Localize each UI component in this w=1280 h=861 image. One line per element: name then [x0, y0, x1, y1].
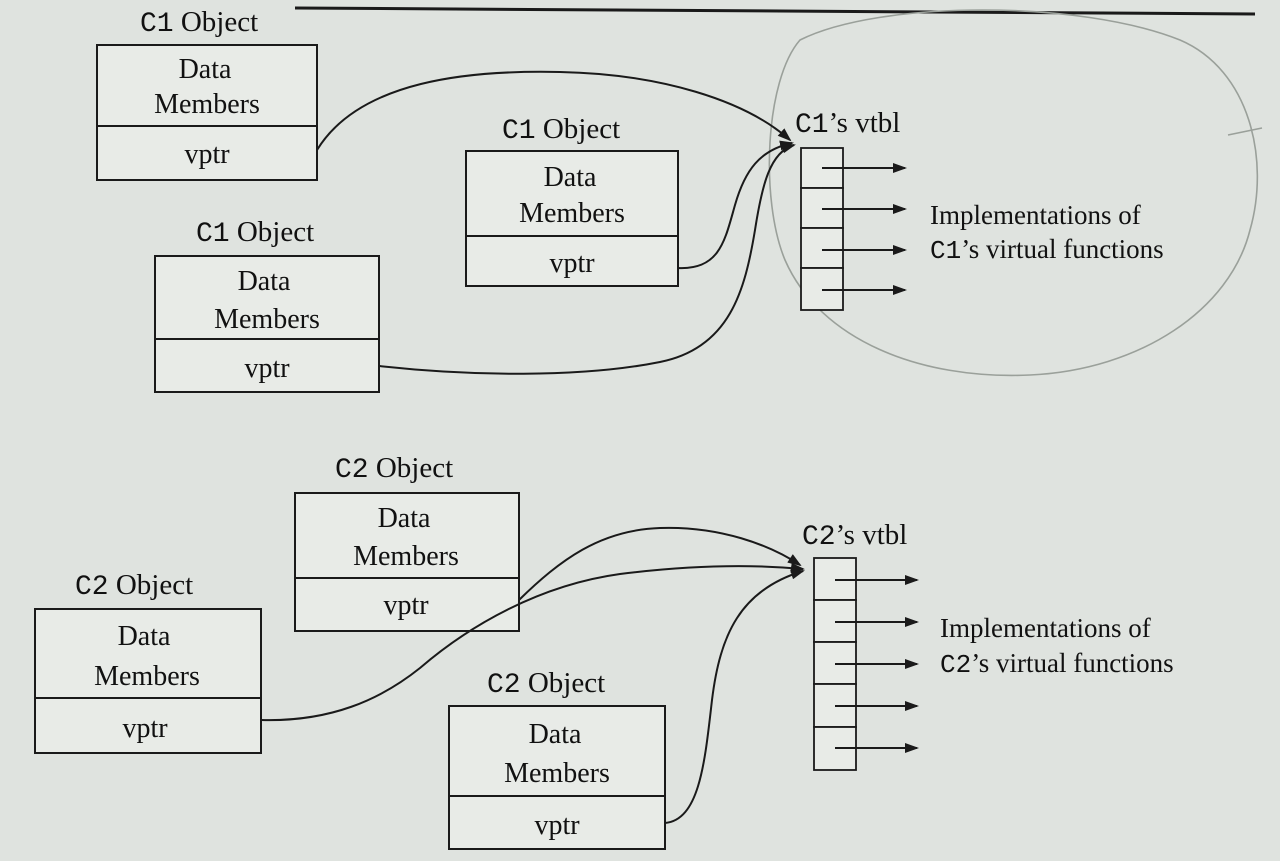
vptr-arrow — [260, 562, 805, 722]
c2-vtbl: C2’s vtbl Implementations of C2’s virtua… — [802, 519, 1174, 771]
pencil-circle — [768, 9, 1259, 377]
data-members-label: Data — [118, 621, 171, 652]
object-title: C1 Object — [502, 113, 620, 147]
vtbl-title: C2’s vtbl — [802, 519, 907, 553]
data-members-label: Members — [154, 89, 260, 120]
data-members-label: Data — [529, 719, 582, 750]
vptr-arrow — [316, 70, 792, 151]
object-title: C2 Object — [75, 569, 193, 603]
c1-object-a: C1 Object Data Members vptr — [96, 6, 318, 181]
data-members-label: Data — [544, 162, 597, 193]
object-box — [34, 608, 262, 754]
vptr-label: vptr — [383, 590, 429, 621]
c1-vtbl: C1’s vtbl Implementations of C1’s virtua… — [795, 107, 1164, 311]
object-box — [96, 44, 318, 181]
object-box — [448, 705, 666, 850]
vptr-arrow — [378, 143, 796, 375]
c1-object-b: C1 Object Data Members vptr — [465, 113, 679, 287]
data-members-label: Data — [378, 503, 431, 534]
vtbl-slot — [800, 227, 844, 269]
object-title: C2 Object — [487, 667, 605, 701]
data-members-label: Members — [519, 198, 625, 229]
page-top-rule — [294, 6, 1256, 16]
data-members-label: Members — [94, 661, 200, 692]
vptr-arrow — [518, 526, 802, 601]
data-members-label: Members — [214, 304, 320, 335]
data-members-label: Data — [238, 266, 291, 297]
vtbl-title: C1’s vtbl — [795, 107, 900, 141]
c2-object-b: C2 Object Data Members vptr — [34, 569, 262, 754]
impl-note-line-2: C1’s virtual functions — [930, 234, 1164, 266]
c1-object-c: C1 Object Data Members vptr — [154, 216, 380, 393]
impl-note-line-1: Implementations of — [940, 613, 1151, 643]
data-members-label: Members — [504, 758, 610, 789]
impl-note-line-1: Implementations of — [930, 200, 1141, 230]
vptr-label: vptr — [549, 248, 595, 279]
data-members-label: Members — [353, 541, 459, 572]
object-title: C1 Object — [140, 6, 258, 40]
object-box — [154, 255, 380, 393]
vptr-label: vptr — [122, 713, 168, 744]
object-title: C2 Object — [335, 452, 453, 486]
vptr-label: vptr — [244, 353, 290, 384]
vptr-label: vptr — [534, 810, 580, 841]
object-title: C1 Object — [196, 216, 314, 250]
pencil-stroke — [1227, 127, 1263, 136]
c2-object-c: C2 Object Data Members vptr — [448, 667, 666, 850]
data-members-label: Data — [179, 54, 232, 85]
vptr-arrow — [664, 569, 805, 824]
vptr-label: vptr — [184, 139, 230, 170]
object-box — [465, 150, 679, 287]
object-box — [294, 492, 520, 632]
vptr-arrow — [677, 140, 794, 270]
impl-note-line-2: C2’s virtual functions — [940, 648, 1174, 680]
c2-object-a: C2 Object Data Members vptr — [294, 452, 520, 632]
